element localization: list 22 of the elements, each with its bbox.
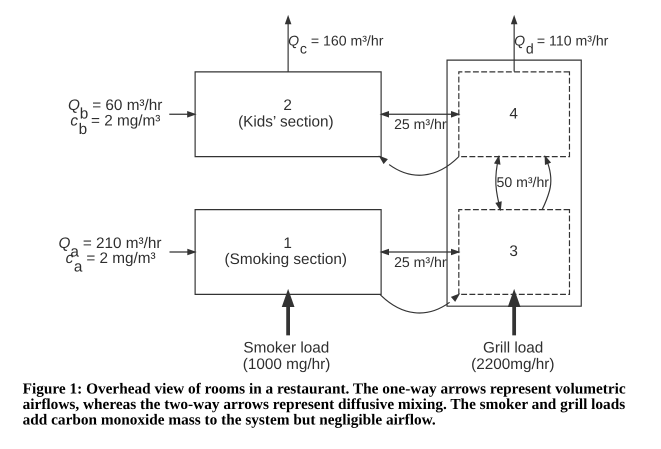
arrow [169, 110, 197, 118]
node-box: 4 [458, 71, 570, 158]
arrow [508, 288, 520, 336]
arrow [282, 288, 294, 336]
node-box: 2 (Kids’ section) [194, 71, 382, 158]
edge-label: 25 m³/hr [394, 116, 447, 132]
node-text: Smoker load (1000 mg/hr) [242, 340, 330, 374]
arrow [510, 14, 518, 72]
arrow [284, 14, 292, 72]
arrow [494, 154, 502, 212]
node-text: Grill load (2200mg/hr) [471, 340, 555, 374]
arrow [169, 248, 197, 256]
node-box: 3 [458, 209, 570, 295]
caption: Figure 1: Overhead view of rooms in a restaurant. The one-way arrows represent volumetric airflows, whereas the two-way arrows represent diffusive mixing. The smoker and grill loads add carbon monoxide mass to the system but negligible airflow. [22, 380, 626, 428]
edge-label: 25 m³/hr [394, 254, 447, 270]
arrow [380, 293, 460, 314]
arrow [542, 155, 552, 210]
arrow [378, 155, 460, 176]
node-box: 1 (Smoking section) [194, 209, 382, 295]
arrow [380, 110, 460, 118]
edge-label: 50 m³/hr [496, 174, 550, 190]
arrow [380, 248, 460, 256]
